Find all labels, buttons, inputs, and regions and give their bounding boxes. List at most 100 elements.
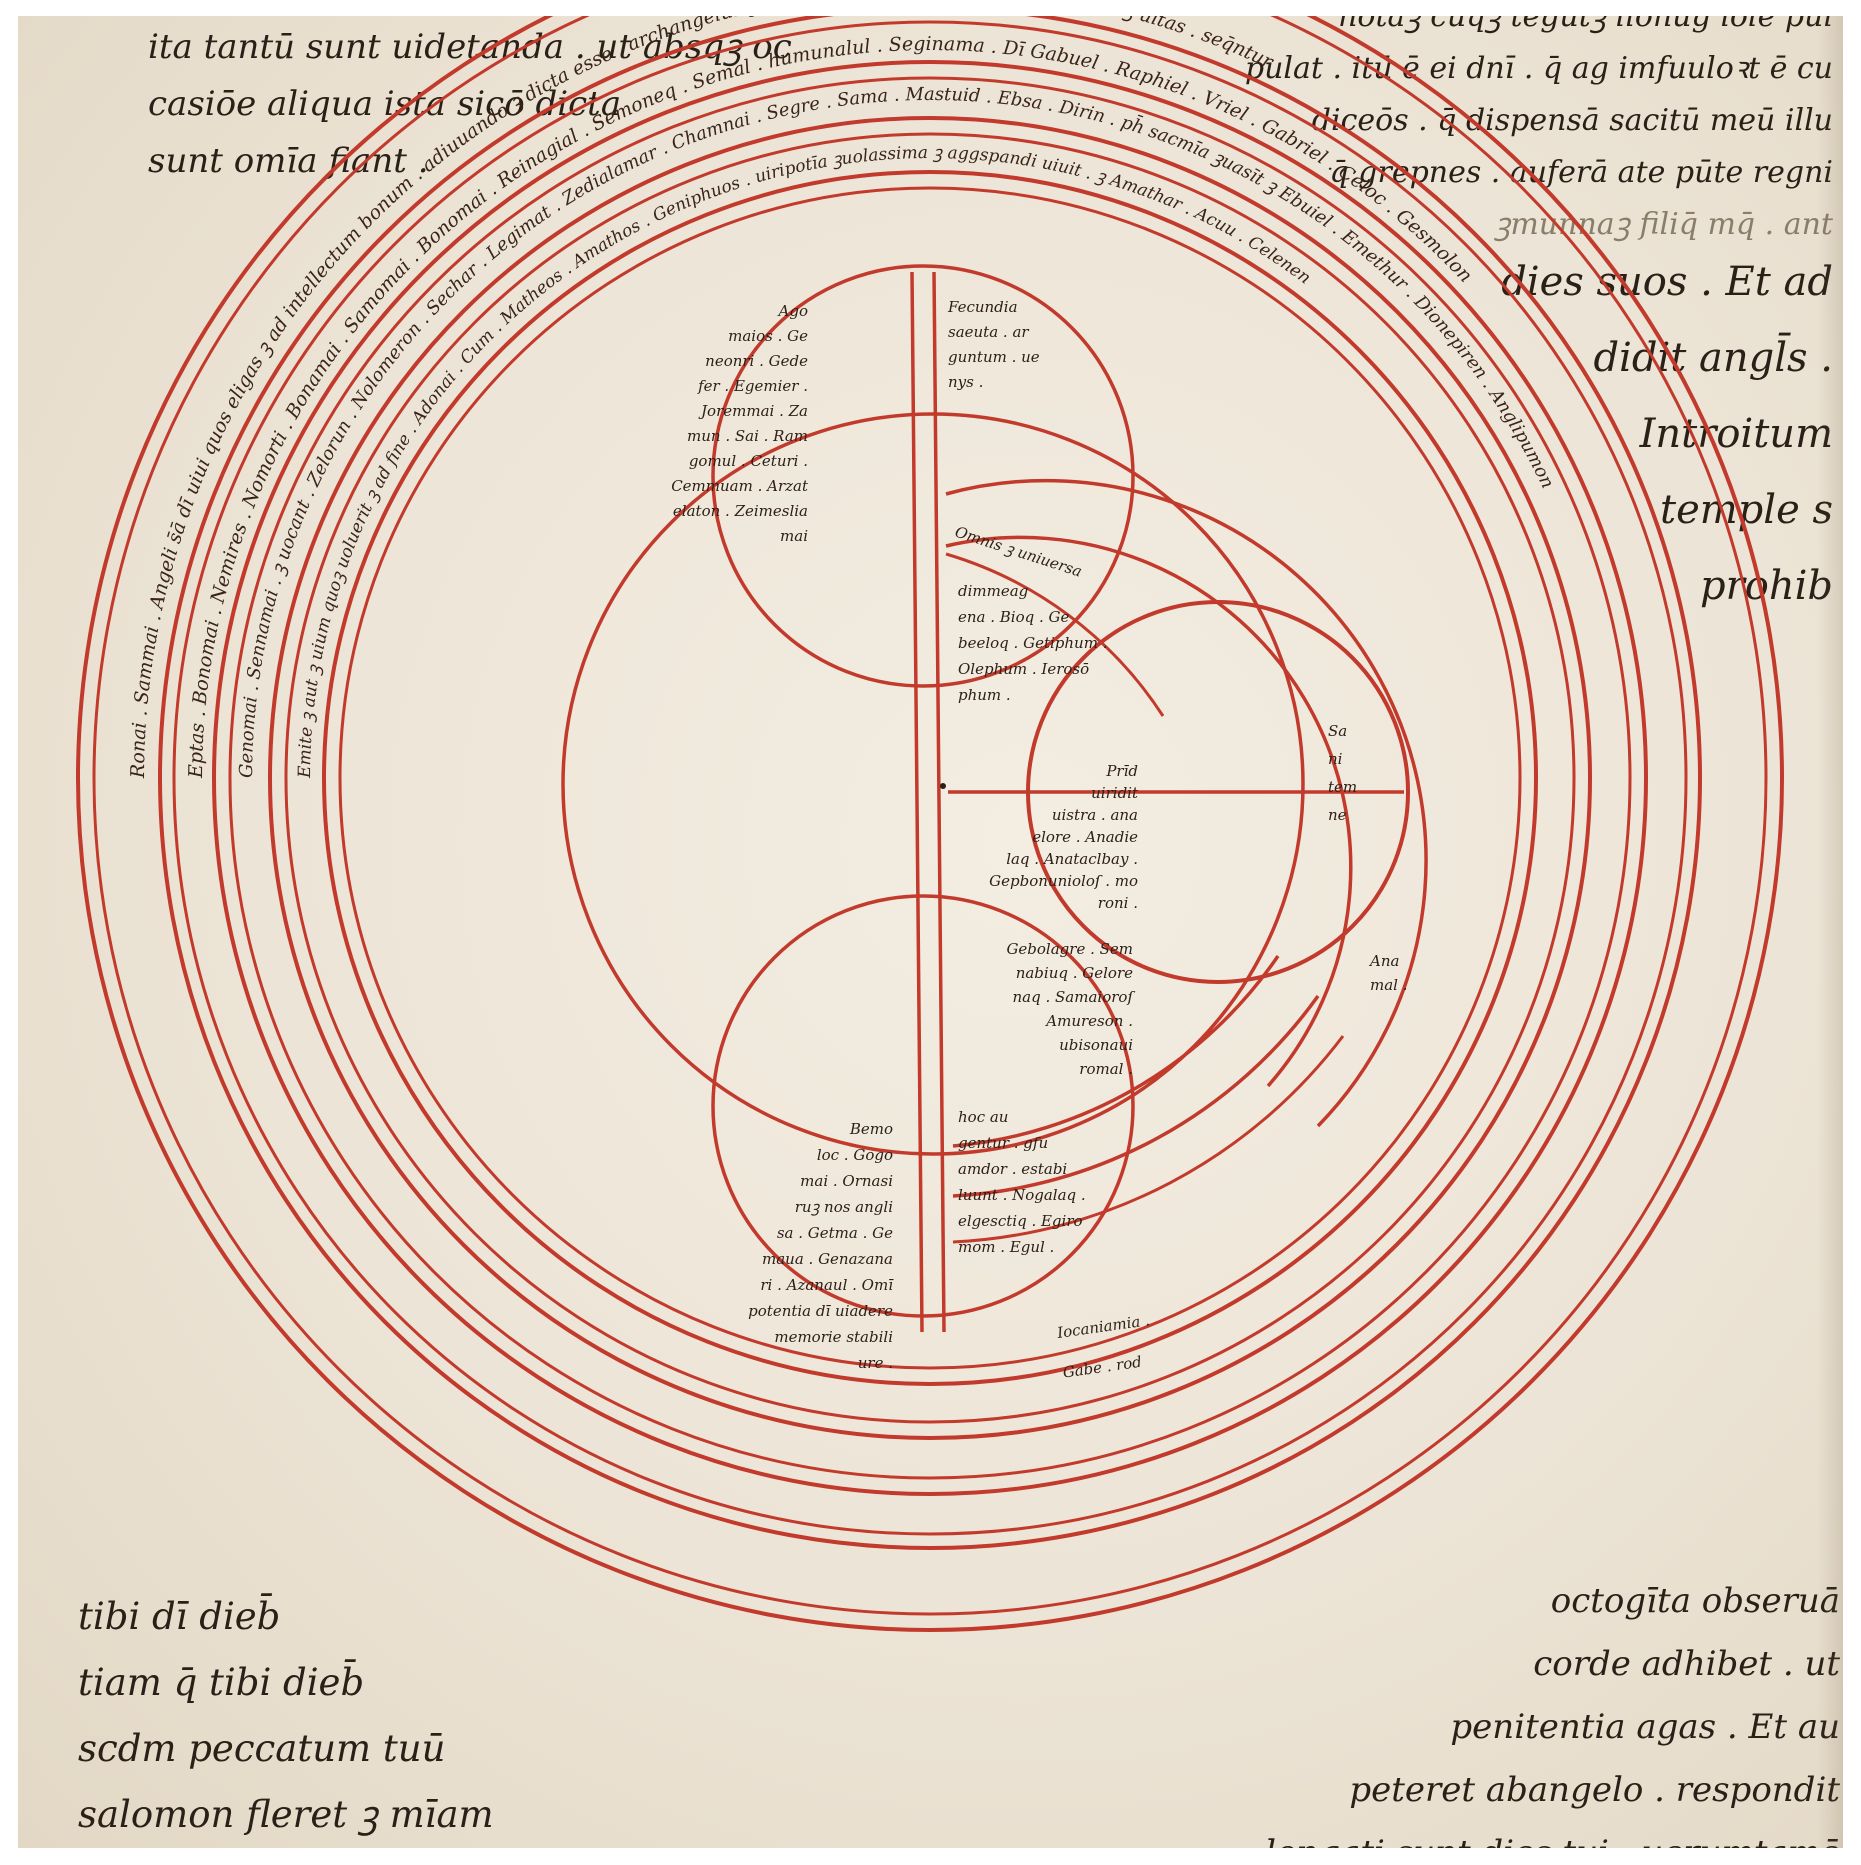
cell-text-line: Prīd: [1105, 762, 1138, 780]
cell-text-line: elore . Anadie: [1032, 828, 1138, 846]
cell-text-line: Cemmuam . Arzat: [671, 477, 809, 495]
cell-text-line: maios . Ge: [728, 327, 808, 345]
top-right-text-line: notaꝫ cuqꝫ tegūtꝫ lionūg iole pūi: [1338, 16, 1833, 34]
top-right-text-line: q̄ grepnes . auferā ate pūte regni: [1329, 155, 1833, 190]
cell-text-line: naq . Samaioroſ: [1013, 988, 1136, 1006]
top-circle: [711, 264, 1135, 688]
cell-text-line: Iocaniamia .: [1055, 1311, 1151, 1342]
cell-text-line: Fecundia: [947, 298, 1018, 316]
cell-text-line: Omnis ꝫ uniuersa: [953, 523, 1084, 581]
cell-text-line: gomul . Ceturi .: [689, 452, 808, 470]
cell-text-line: Amureson .: [1044, 1012, 1133, 1030]
bottom-right-text-line: corde adhibet . ut: [1533, 1644, 1840, 1684]
crescent-arc-outer: [945, 478, 1428, 1128]
cell-text-line: sa . Getma . Ge: [777, 1224, 893, 1242]
cell-text-line: uistra . ana: [1052, 806, 1138, 824]
ring-circle: [158, 16, 1702, 1550]
cell-text-line: amdor . estabi: [958, 1160, 1067, 1178]
cell-text-line: neonri . Gede: [705, 352, 808, 370]
cell-text-line: laq . Anataclbay .: [1006, 850, 1138, 868]
cell-text-line: Bemo: [849, 1120, 893, 1138]
cell-text-line: Sa: [1328, 722, 1347, 740]
ring-circle: [92, 16, 1768, 1616]
cell-text-line: roni .: [1098, 894, 1138, 912]
cell-text-line: ena . Bioq . Ge: [958, 608, 1070, 626]
cell-text-line: elgesctiq . Egiro: [958, 1212, 1083, 1230]
cell-text-line: memorie stabili: [774, 1328, 893, 1346]
bottom-left-text-line: scdm peccatum tuū: [78, 1727, 446, 1770]
cell-text-line: ruꝫ nos angli: [795, 1198, 893, 1216]
bottom-left-text-line: tiam q̄ tibi dieb̄: [78, 1661, 365, 1704]
text-block-bottom-left: tibi dī dieb̄ tiam q̄ tibi dieb̄ scdm pecc…: [78, 1598, 665, 1848]
cell-text-line: dimmeag: [958, 582, 1028, 600]
top-right-text-line: didit angl̄s .: [1593, 335, 1833, 381]
central-circle: [561, 412, 1305, 1156]
lower-arc-2: [952, 994, 1320, 1198]
top-left-text-line: sunt omīa fiant .: [148, 141, 429, 181]
cell-text-line: Ana: [1368, 952, 1399, 970]
cell-text-line: maua . Genazana: [762, 1250, 893, 1268]
ring-circle: [212, 60, 1648, 1496]
top-right-text-line: temple s: [1660, 487, 1833, 533]
cell-text-line: mal .: [1370, 976, 1408, 994]
cell-text-line: Ago: [777, 302, 808, 320]
cell-text-line: gentur . gfu: [958, 1134, 1048, 1152]
inner-circle-lines: [561, 264, 1428, 1333]
crescent-arc-inner: [945, 535, 1353, 1088]
cell-text-line: Gepbonunioloſ . mo: [989, 872, 1138, 890]
divider-line: [910, 271, 924, 1333]
cell-text-line: ure .: [858, 1354, 893, 1372]
cell-text-line: nys .: [948, 373, 983, 391]
cell-text-line: potentia dī uiadere: [748, 1302, 893, 1320]
cell-text-line: Olephum . Ierosō: [958, 660, 1089, 678]
cell-text-line: uiridit: [1091, 784, 1139, 802]
cell-text-line: saeuta . ar: [948, 323, 1029, 341]
cell-text-line: mom . Egul .: [958, 1238, 1054, 1256]
cell-top-right: Fecundia saeuta . ar guntum . ue nys .: [947, 298, 1040, 391]
center-dot: [940, 783, 946, 789]
ring-circle: [76, 16, 1784, 1632]
cell-text-line: guntum . ue: [948, 348, 1040, 366]
cell-text-line: mai: [780, 527, 808, 545]
cell-text-line: luunt . Nogalaq .: [958, 1186, 1086, 1204]
text-block-bottom-right: octogīta obseruā corde adhibet . ut penite…: [1066, 1584, 1840, 1848]
crescent-arc-short: [945, 552, 1165, 717]
cell-text-line: elaton . Zeimeslia: [673, 502, 808, 520]
cell-right-lower-right: Ana mal .: [1368, 952, 1408, 994]
top-right-text-line: dies suos . Et ad: [1501, 259, 1833, 305]
cell-text-line: Joremmai . Za: [698, 402, 808, 420]
inner-circle-texts: Ago maios . Ge neonri . Gede fer . Egemier …: [671, 298, 1407, 1382]
cell-text-line: ubisonaui: [1059, 1036, 1133, 1054]
top-right-text-line: prohib: [1700, 563, 1833, 609]
cell-text-line: loc . Gogo: [817, 1146, 893, 1164]
bottom-right-text-line: longati sunt dies tui . uerumtamē: [1066, 1836, 1840, 1848]
top-right-text-line: ꝫmunnaꝫ filiq̄ mq̄ . ant: [1495, 207, 1833, 242]
cosmological-diagram: Ronai . Sammai . Angeli s̄ā dī uiui quos…: [76, 16, 1784, 1632]
text-block-top-right: notaꝫ cuqꝫ tegūtꝫ lionūg iole pūi pulat .…: [1058, 16, 1833, 642]
cell-top-left: Ago maios . Ge neonri . Gede fer . Egemier …: [671, 302, 809, 545]
cell-text-line: mun . Sai . Ram: [687, 427, 808, 445]
top-right-text-line: Introitum: [1639, 411, 1833, 457]
cell-text-line: phum .: [958, 686, 1011, 704]
cell-arc-label: Omnis ꝫ uniuersa: [953, 523, 1084, 581]
ring-circle: [284, 132, 1576, 1424]
bottom-left-text-line: tibi dī dieb̄: [78, 1595, 281, 1638]
page-fold-shadow: [1817, 16, 1843, 1848]
bottom-right-text-line: octogīta obseruā: [1550, 1581, 1840, 1621]
cell-text-line: fer . Egemier .: [697, 377, 808, 395]
top-right-text-line: diceōs . q̄ dispensā sacitū meū illu: [1311, 103, 1833, 138]
top-right-text-line: pulat . itū ē ei dnī . q̄ ag imfuuloꝛt ē…: [1244, 51, 1833, 86]
cell-right-upper-left: Prīd uiridit uistra . ana elore . Anadie laq…: [989, 762, 1139, 912]
cell-text-line: ni: [1328, 750, 1343, 768]
cell-text-line: beeloq . Getiphum .: [958, 634, 1107, 652]
cell-text-line: hoc au: [958, 1108, 1008, 1126]
ring-circle: [338, 186, 1522, 1370]
bottom-right-text-line: penitentia agas . Et au: [1450, 1707, 1840, 1747]
bottom-right-text-line: peteret abangelo . respondit: [1349, 1770, 1840, 1810]
cell-text-line: Gebolagre . Sem: [1006, 940, 1133, 958]
bottom-left-text-line: salomon fleret ꝫ mīam: [78, 1793, 494, 1836]
